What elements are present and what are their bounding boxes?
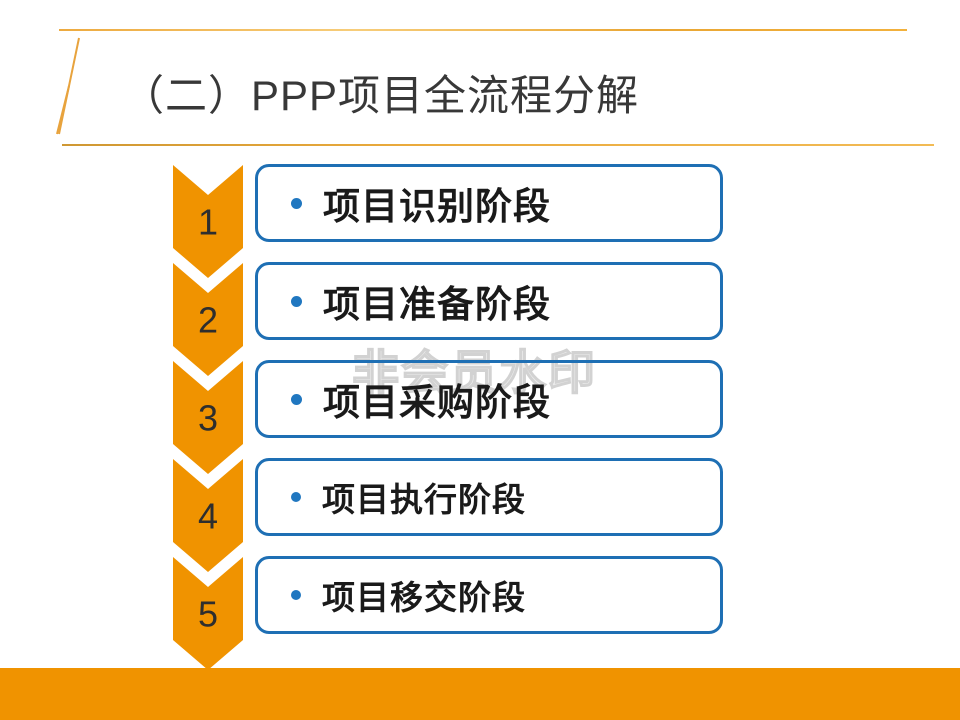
chevron-segment [173,165,243,278]
top-accent-line [59,29,907,31]
bullet-dot-icon [291,197,302,209]
stage-box: 项目准备阶段 [255,262,723,340]
chevron-segment [173,361,243,474]
bullet-dot-icon [291,492,301,502]
stage-box: 项目采购阶段 [255,360,723,438]
chevron-segment [173,459,243,572]
bullet-dot-icon [291,295,302,307]
chevron-segment [173,263,243,376]
stage-label: 项目采购阶段 [323,382,551,423]
chevron-segment [173,557,243,670]
stage-box: 项目执行阶段 [255,458,723,536]
watermark-text: 非会员水印 [351,345,597,400]
stage-box: 项目移交阶段 [255,556,723,634]
chevron-arrow-column: 1 2 3 4 5 [173,165,243,670]
slash-line-icon [56,85,70,135]
bottom-accent-band [0,668,960,720]
chevron-number: 3 [198,398,218,439]
stage-label: 项目执行阶段 [322,481,526,518]
bullet-dot-icon [291,590,301,600]
stage-label: 项目移交阶段 [322,579,526,616]
slash-line-icon [58,37,80,135]
chevron-number: 5 [198,594,218,635]
stage-label: 项目识别阶段 [323,186,551,227]
bullet-dot-icon [291,393,302,405]
title-underline-line [62,144,934,146]
stage-label: 项目准备阶段 [323,284,551,325]
chevron-number: 1 [198,202,218,243]
page-title: （二）PPP项目全流程分解 [122,72,640,119]
chevron-number: 4 [198,496,218,537]
stage-box: 项目识别阶段 [255,164,723,242]
chevron-number: 2 [198,300,218,341]
decorative-slashes [56,37,80,135]
